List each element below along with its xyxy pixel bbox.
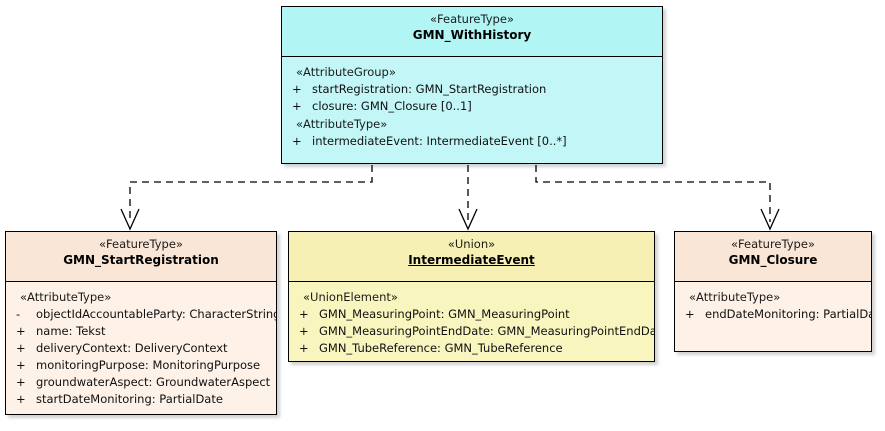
attribute-visibility: + bbox=[16, 324, 26, 338]
attribute-visibility: + bbox=[16, 392, 26, 406]
attribute-group-label: «AttributeGroup» bbox=[296, 65, 396, 79]
attribute-row[interactable]: + startRegistration: GMN_StartRegistratio… bbox=[282, 81, 662, 98]
attribute-text: GMN_TubeReference: GMN_TubeReference bbox=[319, 341, 563, 355]
attribute-row[interactable]: + startDateMonitoring: PartialDate bbox=[6, 391, 276, 408]
attribute-row[interactable]: + intermediateEvent: IntermediateEvent [0… bbox=[282, 133, 662, 150]
class-attributes-gmn-closure: «AttributeType» + endDateMonitoring: Part… bbox=[675, 282, 871, 350]
class-attributes-gmn-withhistory: «AttributeGroup» + startRegistration: GMN… bbox=[282, 57, 662, 162]
attribute-text: monitoringPurpose: MonitoringPurpose bbox=[36, 358, 261, 372]
class-stereotype: «Union» bbox=[447, 237, 496, 251]
class-title: GMN_WithHistory bbox=[412, 28, 532, 42]
class-box-intermediateevent[interactable]: «Union» IntermediateEvent «UnionElement»… bbox=[288, 231, 655, 362]
attribute-group-label: «AttributeType» bbox=[296, 117, 388, 131]
class-attributes-intermediateevent: «UnionElement» + GMN_MeasuringPoint: GMN_… bbox=[289, 282, 654, 360]
attribute-text: startRegistration: GMN_StartRegistration bbox=[312, 82, 547, 96]
class-attributes-gmn-startregistration: «AttributeType» - objectIdAccountablePart… bbox=[6, 282, 276, 413]
attribute-row[interactable]: + endDateMonitoring: PartialDate bbox=[675, 306, 871, 323]
attribute-visibility: + bbox=[292, 99, 302, 113]
attribute-text: name: Tekst bbox=[36, 324, 106, 338]
connector-to-closure bbox=[535, 165, 780, 231]
attribute-row[interactable]: + monitoringPurpose: MonitoringPurpose bbox=[6, 357, 276, 374]
attribute-text: endDateMonitoring: PartialDate bbox=[705, 307, 871, 321]
attribute-visibility: + bbox=[292, 134, 302, 148]
class-title: GMN_Closure bbox=[728, 253, 818, 267]
attribute-row[interactable]: + deliveryContext: DeliveryContext bbox=[6, 340, 276, 357]
class-title: IntermediateEvent bbox=[408, 253, 535, 267]
attribute-row[interactable]: + GMN_MeasuringPoint: GMN_MeasuringPoint bbox=[289, 306, 654, 323]
class-header-gmn-withhistory: «FeatureType» GMN_WithHistory bbox=[282, 7, 662, 57]
attribute-text: objectIdAccountableParty: CharacterStrin… bbox=[36, 307, 276, 321]
connector-to-startregistration bbox=[120, 165, 373, 231]
connector-to-intermediateevent bbox=[458, 165, 478, 231]
attribute-text: startDateMonitoring: PartialDate bbox=[36, 392, 223, 406]
class-stereotype: «FeatureType» bbox=[430, 12, 514, 26]
attribute-row[interactable]: - objectIdAccountableParty: CharacterStri… bbox=[6, 306, 276, 323]
class-header-gmn-startregistration: «FeatureType» GMN_StartRegistration bbox=[6, 232, 276, 282]
class-header-gmn-closure: «FeatureType» GMN_Closure bbox=[675, 232, 871, 282]
attribute-visibility: + bbox=[16, 341, 26, 355]
class-box-gmn-startregistration[interactable]: «FeatureType» GMN_StartRegistration «Att… bbox=[5, 231, 277, 415]
attribute-text: closure: GMN_Closure [0..1] bbox=[312, 99, 472, 113]
attribute-visibility: - bbox=[16, 307, 21, 321]
attribute-text: deliveryContext: DeliveryContext bbox=[36, 341, 228, 355]
class-box-gmn-closure[interactable]: «FeatureType» GMN_Closure «AttributeType… bbox=[674, 231, 872, 352]
class-title: GMN_StartRegistration bbox=[63, 253, 219, 267]
class-stereotype: «FeatureType» bbox=[99, 237, 183, 251]
attribute-visibility: + bbox=[299, 307, 309, 321]
attribute-text: intermediateEvent: IntermediateEvent [0.… bbox=[312, 134, 567, 148]
attribute-group-label: «AttributeType» bbox=[689, 290, 781, 304]
attribute-row[interactable]: + name: Tekst bbox=[6, 323, 276, 340]
attribute-text: GMN_MeasuringPoint: GMN_MeasuringPoint bbox=[319, 307, 570, 321]
attribute-text: groundwaterAspect: GroundwaterAspect bbox=[36, 375, 271, 389]
attribute-visibility: + bbox=[16, 358, 26, 372]
attribute-visibility: + bbox=[299, 324, 309, 338]
attribute-visibility: + bbox=[16, 375, 26, 389]
attribute-row[interactable]: + GMN_TubeReference: GMN_TubeReference bbox=[289, 340, 654, 357]
attribute-visibility: + bbox=[292, 82, 302, 96]
attribute-row[interactable]: + groundwaterAspect: GroundwaterAspect bbox=[6, 374, 276, 391]
attribute-text: GMN_MeasuringPointEndDate: GMN_Measuring… bbox=[319, 324, 654, 338]
attribute-group-label: «AttributeType» bbox=[20, 290, 112, 304]
class-box-gmn-withhistory[interactable]: «FeatureType» GMN_WithHistory «Attribute… bbox=[281, 6, 663, 164]
attribute-group-label: «UnionElement» bbox=[303, 290, 398, 304]
attribute-visibility: + bbox=[685, 307, 695, 321]
attribute-row[interactable]: + GMN_MeasuringPointEndDate: GMN_Measurin… bbox=[289, 323, 654, 340]
attribute-visibility: + bbox=[299, 341, 309, 355]
class-header-intermediateevent: «Union» IntermediateEvent bbox=[289, 232, 654, 282]
class-stereotype: «FeatureType» bbox=[731, 237, 815, 251]
attribute-row[interactable]: + closure: GMN_Closure [0..1] bbox=[282, 98, 662, 115]
